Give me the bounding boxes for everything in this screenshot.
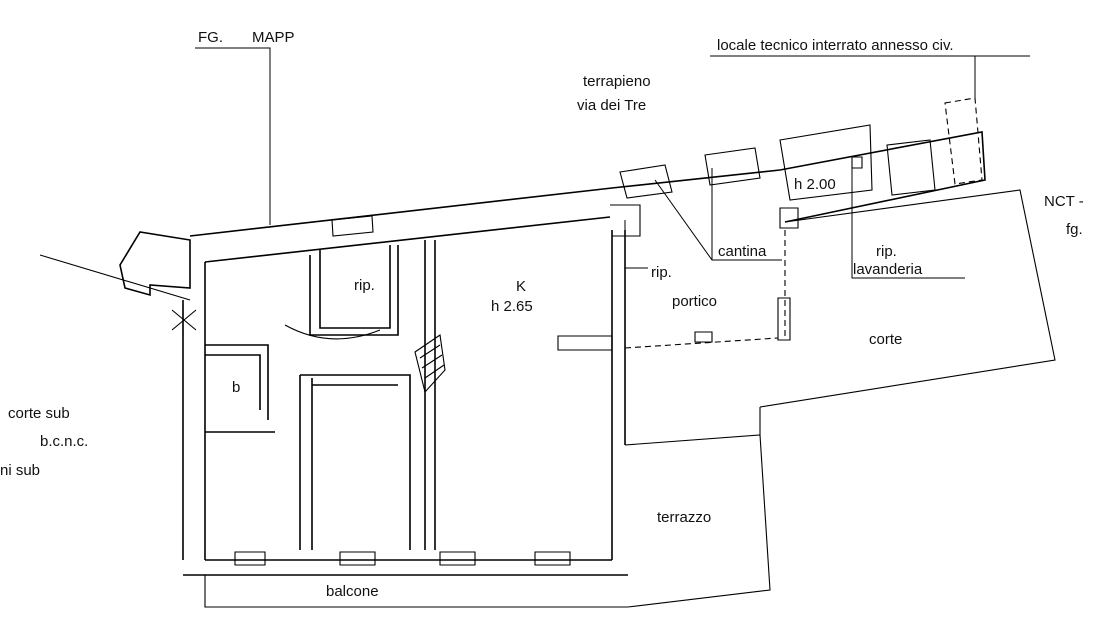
balcone-label: balcone: [326, 583, 379, 600]
mapp-label: MAPP: [252, 29, 295, 46]
via-dei-tre-label: via dei Tre: [577, 97, 646, 114]
exterior-walls: [182, 131, 1056, 608]
corte-label: corte: [869, 331, 902, 348]
bath-label: b: [232, 379, 240, 396]
fg-label: FG.: [198, 29, 223, 46]
rip-room-label: rip.: [354, 277, 375, 294]
terrazzo-label: terrazzo: [657, 509, 711, 526]
fg-right-label: fg.: [1066, 221, 1083, 238]
height-200-label: h 2.00: [794, 176, 836, 193]
lavanderia-label: lavanderia: [853, 261, 923, 278]
locale-tecnico-label: locale tecnico interrato annesso civ.: [717, 37, 954, 54]
ni-sub-label: ni sub: [0, 462, 40, 479]
corte-sub-label: corte sub: [8, 405, 70, 422]
cantina-label: cantina: [718, 243, 767, 260]
portico-label: portico: [672, 293, 717, 310]
bcnc-label: b.c.n.c.: [40, 433, 88, 450]
rip-lavanderia-label: rip.: [876, 243, 897, 260]
annex-walls: [610, 97, 983, 349]
interior-walls: [39, 215, 613, 566]
rip-portico-label: rip.: [651, 264, 672, 281]
nct-label: NCT -: [1044, 193, 1084, 210]
leader-lines: [195, 47, 1030, 279]
kitchen-height-label: h 2.65: [491, 298, 533, 315]
terrapieno-label: terrapieno: [583, 73, 651, 90]
kitchen-letter: K: [516, 278, 526, 295]
